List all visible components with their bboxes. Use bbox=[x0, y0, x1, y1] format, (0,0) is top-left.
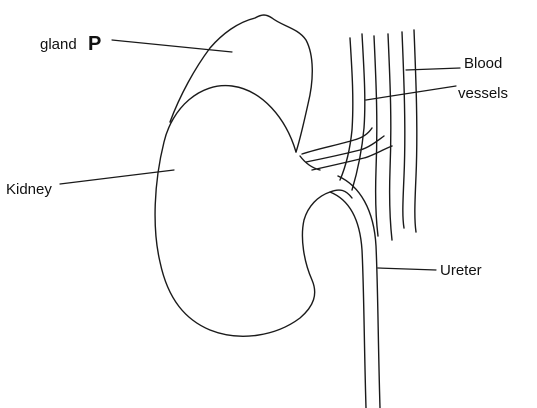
ureter-leader-line bbox=[378, 268, 436, 270]
blood-vessel-right-wall bbox=[402, 32, 405, 228]
blood-vessel-left-inner bbox=[352, 34, 365, 190]
blood-vessel-right-inner bbox=[414, 30, 417, 232]
gland-label-text: gland bbox=[40, 36, 77, 53]
gland-leader-line bbox=[112, 40, 232, 52]
blood-vessel-left-wall bbox=[340, 38, 353, 180]
blood-vessels-leader-lower bbox=[366, 86, 456, 100]
kidney-hilum-edge bbox=[300, 156, 320, 170]
blood-vessel-mid-wall bbox=[374, 36, 378, 236]
ureter-label-text: Ureter bbox=[440, 262, 482, 279]
ureter-left-wall bbox=[330, 192, 366, 408]
blood-vessels-label-line1: Blood bbox=[464, 55, 502, 72]
blood-vessels-label-line2: vessels bbox=[458, 85, 508, 102]
kidney-outline bbox=[155, 86, 352, 337]
gland-p-outline bbox=[170, 15, 312, 152]
blood-vessel-mid-inner bbox=[388, 34, 392, 240]
ureter-right-wall bbox=[338, 176, 380, 408]
blood-vessels-leader-upper bbox=[406, 68, 460, 70]
gland-label-letter: P bbox=[88, 33, 101, 55]
kidney-label-text: Kidney bbox=[6, 181, 52, 198]
